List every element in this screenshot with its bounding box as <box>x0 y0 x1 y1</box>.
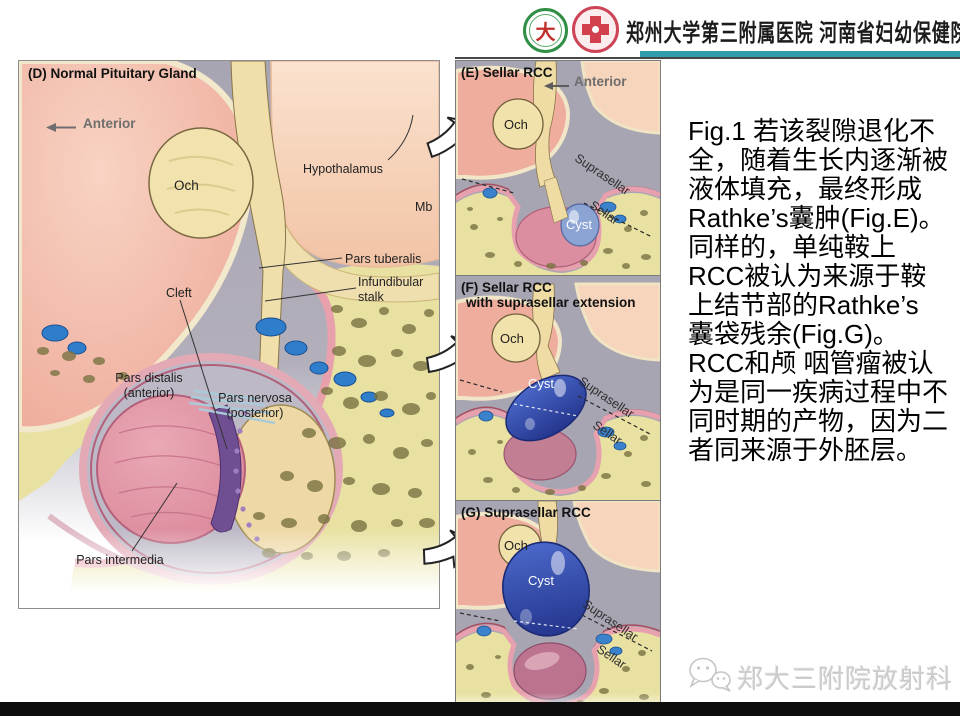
panel-f-illustration <box>456 276 660 500</box>
panel-e-anterior-arrow-icon <box>544 82 569 90</box>
caption-line: 同时期的产物，因为二 <box>688 406 949 436</box>
pars-nervosa-label: Pars nervosa (posterior) <box>218 391 292 421</box>
panel-e-anterior-label: Anterior <box>574 74 627 89</box>
panel-d-title: (D) Normal Pituitary Gland <box>28 66 197 81</box>
wechat-icon <box>689 657 731 692</box>
panel-g-title: (G) Suprasellar RCC <box>461 505 591 520</box>
caption-line: 者同来源于外胚层。 <box>688 435 923 465</box>
watermark-text: 郑大三附院放射科 <box>737 664 954 694</box>
caption-line: RCC和颅 咽管瘤被认 <box>688 348 934 378</box>
caption-line: Fig.1 若该裂隙退化不 <box>688 116 936 146</box>
anterior-arrow-icon <box>46 123 76 132</box>
header-dark-rule <box>455 57 960 59</box>
panel-f-subtitle: with suprasellar extension <box>466 295 636 310</box>
panel-e-title: (E) Sellar RCC <box>461 65 553 80</box>
figure-caption: Fig.1 若该裂隙退化不 全，随着生长内逐渐被 液体填充，最终形成 Rathk… <box>688 117 960 465</box>
panel-f-och-label: Och <box>500 331 524 346</box>
pars-distalis-label: Pars distalis (anterior) <box>115 371 183 401</box>
hospital-cross-icon <box>572 6 619 53</box>
hypothalamus-label: Hypothalamus <box>303 162 383 176</box>
panel-g-illustration <box>456 501 660 716</box>
panel-d-illustration <box>19 61 439 608</box>
caption-line: 液体填充，最终形成 <box>688 174 923 204</box>
university-seal-icon: 大 <box>523 8 568 53</box>
cleft-label: Cleft <box>166 286 192 300</box>
panel-f-cyst-label: Cyst <box>528 376 554 391</box>
rcc-panels-column: (E) Sellar RCC Anterior Och Cyst Suprase… <box>455 60 661 716</box>
pars-intermedia-label: Pars intermedia <box>76 553 164 567</box>
pars-tuberalis-label: Pars tuberalis <box>345 252 422 266</box>
header-accent-rule <box>640 51 960 57</box>
cross-center-dot <box>592 26 599 33</box>
panel-d-normal-pituitary: (D) Normal Pituitary Gland Anterior Hypo… <box>18 60 440 609</box>
university-seal-glyph: 大 <box>535 22 556 44</box>
panel-g-cyst-label: Cyst <box>528 573 554 588</box>
caption-line: 同样的，单纯鞍上 <box>688 232 897 262</box>
infundibular-stalk-label: Infundibular stalk <box>358 275 424 305</box>
caption-line: 为是同一疾病过程中不 <box>688 377 949 407</box>
caption-line: 囊袋残余(Fig.G)。 <box>688 319 899 349</box>
caption-line: RCC被认为来源于鞍 <box>688 261 927 291</box>
caption-line: Rathke’s囊肿(Fig.E)。 <box>688 203 945 233</box>
panel-e-sellar-rcc: (E) Sellar RCC Anterior Och Cyst Suprase… <box>456 61 660 276</box>
panel-e-och-label: Och <box>504 117 528 132</box>
hospital-title: 郑州大学第三附属医院 河南省妇幼保健院 <box>626 20 960 47</box>
panel-d-och-label: Och <box>174 178 199 193</box>
panel-f-title: (F) Sellar RCC <box>461 280 552 295</box>
panel-e-illustration <box>456 61 660 275</box>
caption-line: 全，随着生长内逐渐被 <box>688 145 949 175</box>
slide-footer-bar <box>0 702 960 716</box>
caption-line: 上结节部的Rathke’s <box>688 290 919 320</box>
panel-e-cyst-label: Cyst <box>566 217 592 232</box>
panel-g-suprasellar-rcc: (G) Suprasellar RCC Och Cyst Suprasellar… <box>456 501 660 716</box>
panel-f-sellar-rcc-suprasellar-extension: (F) Sellar RCC with suprasellar extensio… <box>456 276 660 501</box>
panel-d-anterior-label: Anterior <box>83 116 136 131</box>
panel-g-och-label: Och <box>504 538 528 553</box>
mb-label: Mb <box>415 200 433 214</box>
